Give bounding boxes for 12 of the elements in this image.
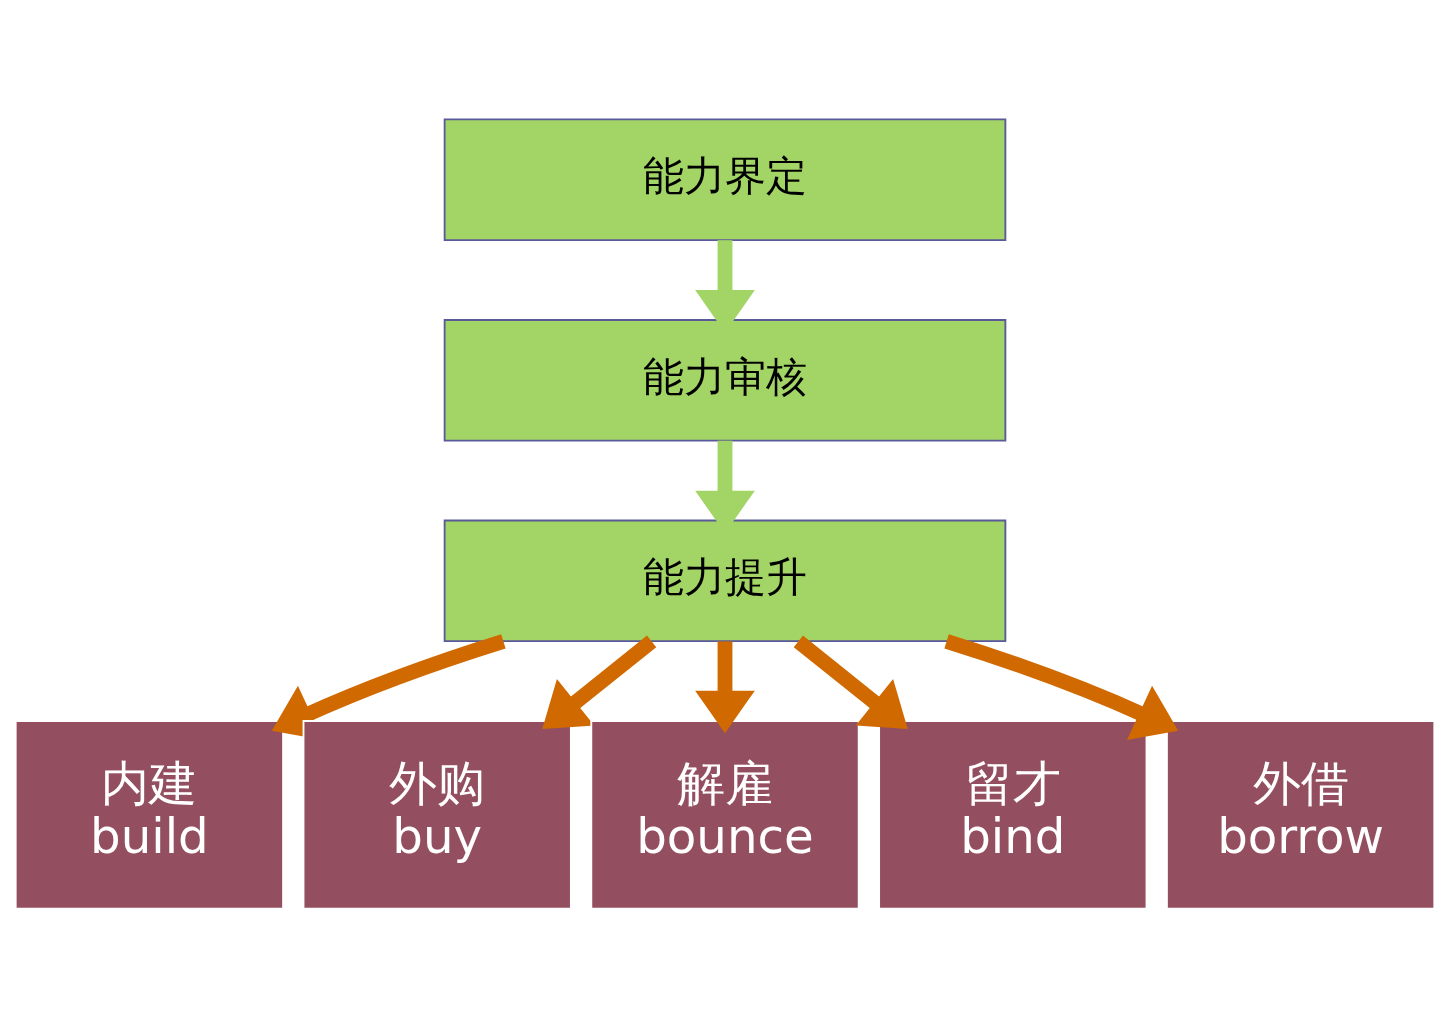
arrow: [695, 641, 755, 734]
arrow: [944, 634, 1179, 740]
node-box: 能力界定: [443, 118, 1007, 242]
node-box: 留才 bind: [878, 720, 1148, 910]
node-box: 解雇 bounce: [590, 720, 860, 910]
arrow: [542, 635, 657, 729]
node-box: 外借 borrow: [1166, 720, 1436, 910]
arrow: [793, 635, 908, 729]
node-box: 外购 buy: [302, 720, 572, 910]
node-box: 内建 build: [14, 720, 284, 910]
node-box: 能力审核: [443, 319, 1007, 442]
node-box: 能力提升: [443, 519, 1007, 643]
